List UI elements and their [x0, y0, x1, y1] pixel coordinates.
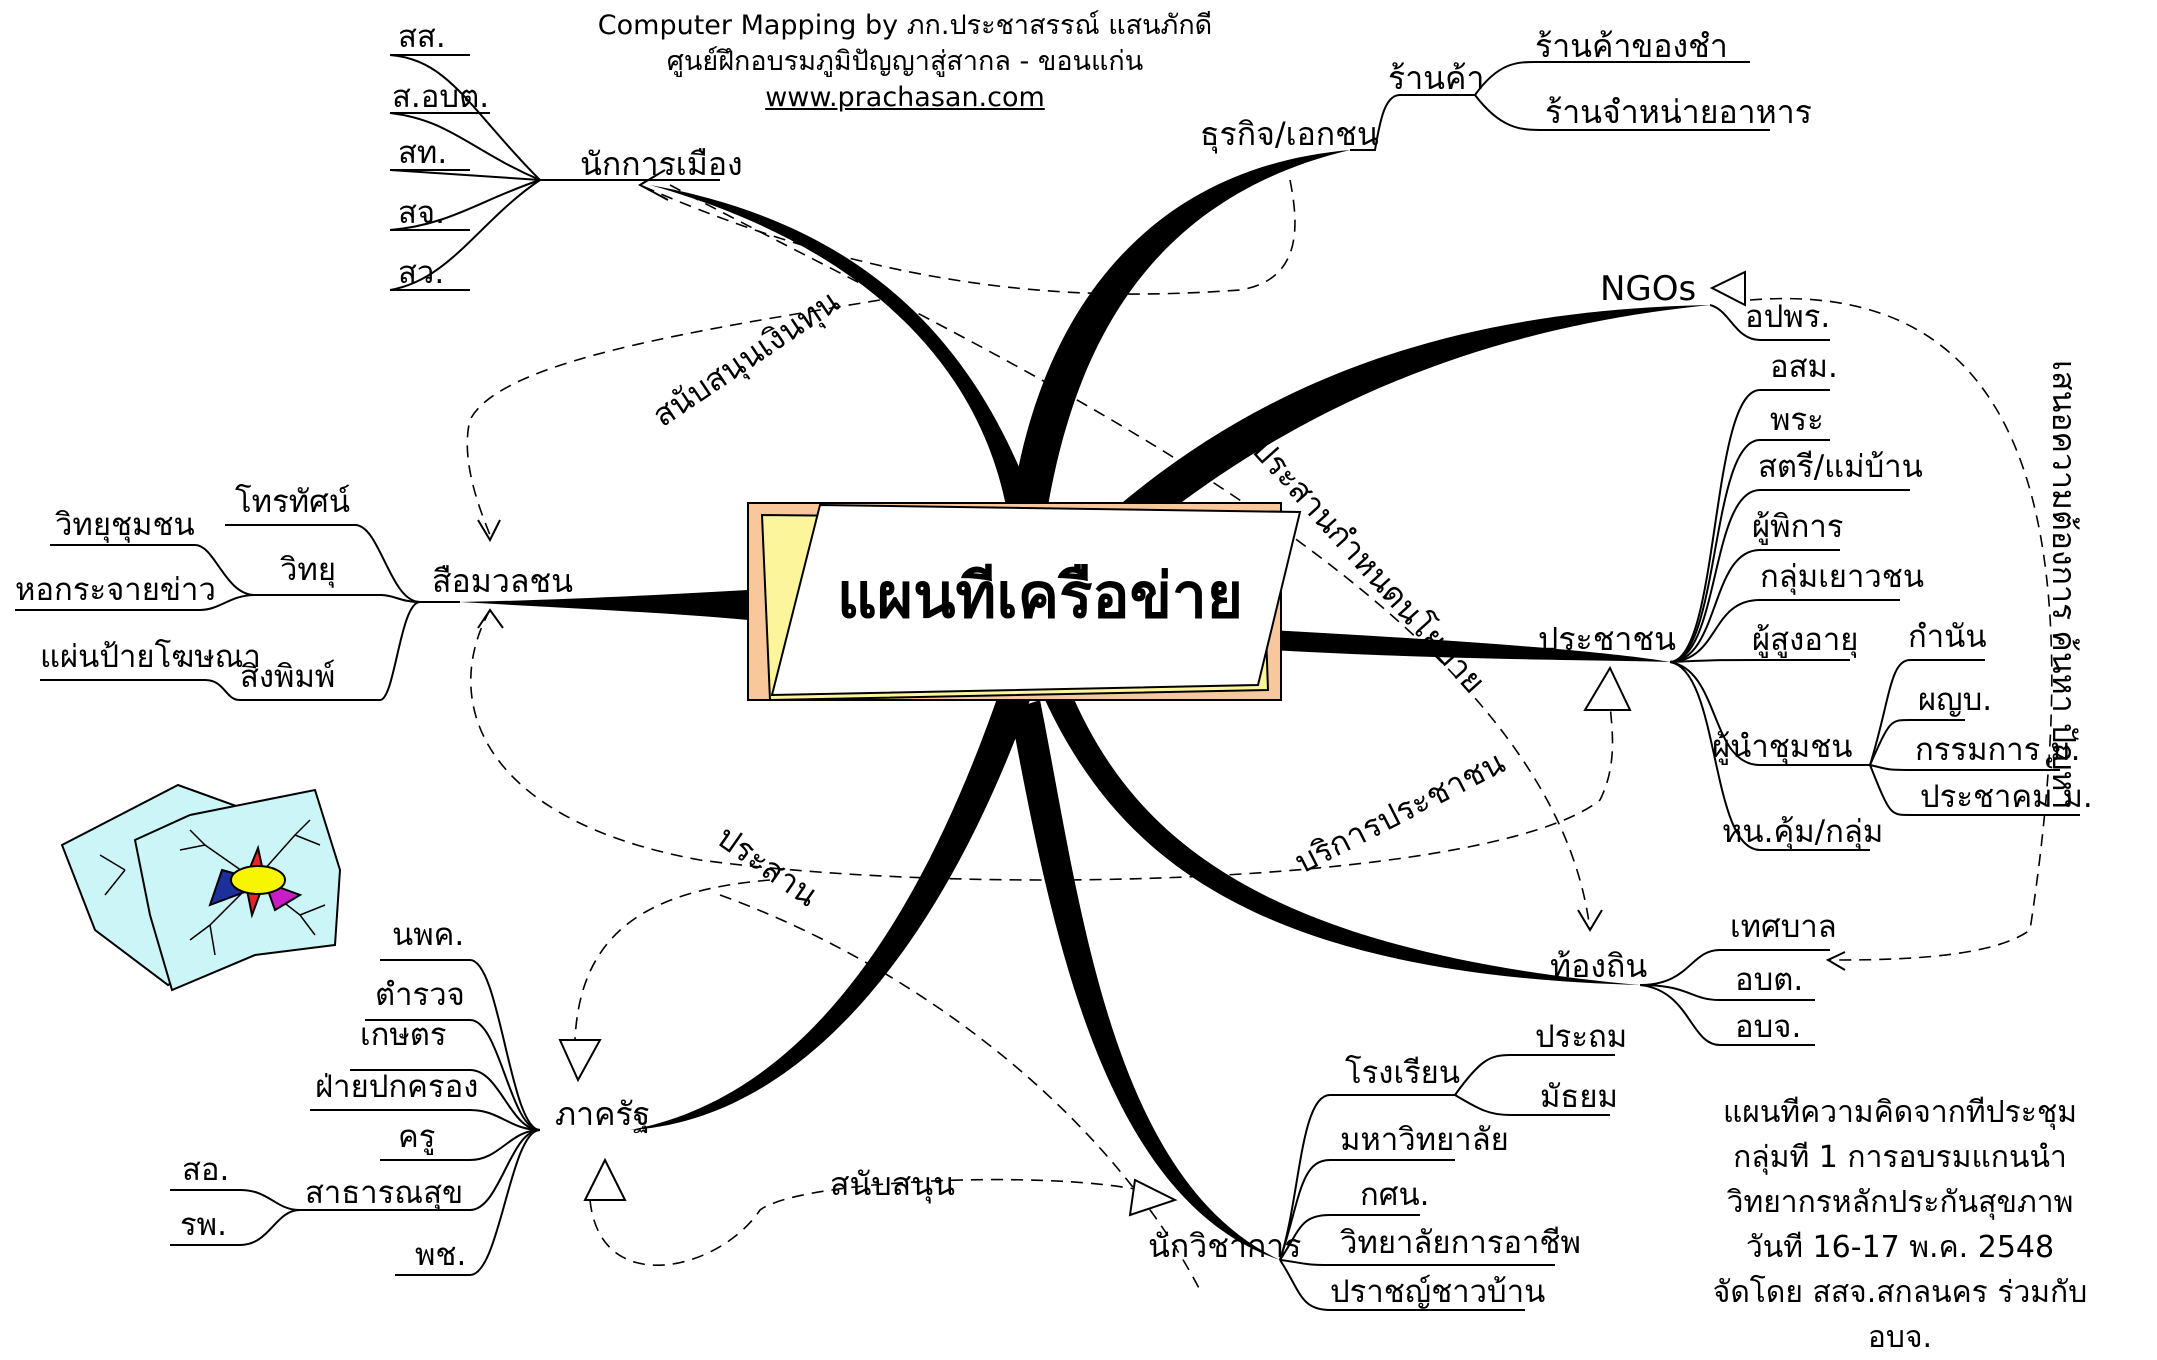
- people-item: ผู้พิการ: [1752, 509, 1844, 545]
- note-line: จัดโดย สสจ.สกลนคร ร่วมกับ อบจ.: [1712, 1275, 2088, 1355]
- credits-line1: Computer Mapping by ภก.ประชาสรรณ์ แสนภัก…: [597, 10, 1213, 41]
- radio-item: วิทยุชุมชน: [55, 507, 195, 543]
- arrowhead-people: [1583, 665, 1632, 711]
- people-item: สตรี/แม่บ้าน: [1758, 449, 1923, 485]
- people-item: กลุ่มเยาวชน: [1760, 559, 1925, 595]
- ngos-label: NGOs: [1600, 269, 1697, 309]
- leader-item: กำนัน: [1908, 619, 1987, 655]
- academics-item: ปราชญ์ชาวบ้าน: [1330, 1274, 1546, 1310]
- credits-line2: ศูนย์ฝึกอบรมภูมิปัญญาสู่สากล - ขอนแก่น: [666, 46, 1144, 77]
- arrowheads: [558, 270, 1746, 1217]
- ngos-item: อปพร.: [1745, 299, 1831, 335]
- academics-item: วิทยาลัยการอาชีพ: [1340, 1225, 1581, 1261]
- people-label: ประชาชน: [1538, 620, 1676, 658]
- mind-map-canvas: [15, 54, 2080, 1311]
- academics-label: นักวิชาการ: [1148, 1227, 1302, 1265]
- relation-support: สนับสนุน: [830, 1165, 955, 1203]
- branch-academics: [1010, 700, 1280, 1260]
- school-item: ประถม: [1535, 1019, 1628, 1055]
- media-item: สิงพิมพ์: [240, 659, 336, 695]
- local-gov-label: ท้องถิน: [1550, 947, 1648, 985]
- academics-item: โรงเรียน: [1345, 1055, 1461, 1091]
- health-item: สอ.: [182, 1152, 230, 1188]
- politicians-label: นักการเมือง: [580, 145, 743, 183]
- state-item: พช.: [415, 1237, 467, 1273]
- relation-propose: เสนอความต้องการ ค้นหา ปัญหา: [2045, 360, 2083, 810]
- branch-people: [1270, 630, 1670, 662]
- center-title: แผนทีเครือข่าย: [836, 559, 1244, 632]
- meeting-note: แผนทีความคิดจากทีประชุม กลุ่มที 1 การอบร…: [1680, 1090, 2120, 1360]
- politicians-item: สส.: [398, 19, 446, 55]
- relation-arrows: [466, 179, 2053, 1291]
- people-item: ผู้นำชุมชน: [1712, 729, 1853, 765]
- print-item: แผ่นป้ายโฆษณา: [40, 639, 261, 675]
- media-item: โทรทัศน์: [235, 484, 351, 520]
- people-item: อสม.: [1770, 349, 1838, 385]
- people-item: ผู้สูงอายุ: [1752, 622, 1859, 658]
- state-label: ภาครัฐ: [555, 1095, 651, 1133]
- health-item: รพ.: [180, 1207, 227, 1243]
- politicians-item: สว.: [398, 255, 445, 291]
- business-label: ธุรกิจ/เอกชน: [1200, 115, 1379, 153]
- main-branches: [460, 150, 1710, 1260]
- politicians-item: ส.อบต.: [392, 79, 490, 115]
- map-clipart: [60, 783, 342, 992]
- branch-state: [630, 690, 1030, 1130]
- academics-item: กศน.: [1360, 1177, 1430, 1213]
- people-item: พระ: [1770, 402, 1824, 438]
- local-gov-item: อบต.: [1735, 962, 1804, 998]
- arrowhead-state-bottom: [583, 1157, 627, 1201]
- media-item: วิทยุ: [280, 552, 337, 588]
- credits-url-link[interactable]: www.prachasan.com: [765, 82, 1045, 113]
- leader-item: กรรมการ ม.: [1915, 732, 2081, 768]
- media-label: สือมวลชน: [432, 562, 574, 600]
- arrowhead-ngos: [1709, 270, 1746, 307]
- center-node: [747, 502, 1302, 702]
- state-item: สาธารณสุข: [305, 1175, 464, 1211]
- local-gov-item: อบจ.: [1735, 1009, 1802, 1045]
- local-gov-item: เทศบาล: [1730, 909, 1837, 945]
- people-item: หน.คุ้ม/กลุ่ม: [1722, 814, 1884, 850]
- state-item: ตำรวจ: [375, 977, 465, 1013]
- shop-item: ร้านค้าของชำ: [1535, 27, 1728, 65]
- politicians-item: สท.: [398, 135, 448, 171]
- arrowhead-academics: [1128, 1178, 1178, 1217]
- radio-item: หอกระจายข่าว: [15, 572, 216, 608]
- leaf-connectors: [15, 54, 2080, 1311]
- note-line: วันที 16-17 พ.ค. 2548: [1745, 1230, 2055, 1265]
- note-line: แผนทีความคิดจากทีประชุม: [1722, 1095, 2078, 1130]
- branch-business: [1010, 150, 1350, 525]
- arrowhead-state-top: [558, 1039, 602, 1083]
- politicians-item: สจ.: [398, 195, 445, 231]
- leader-item: ผญบ.: [1918, 682, 1993, 718]
- leader-item: ประชาคม ม.: [1920, 779, 2093, 815]
- branch-ngos: [1080, 305, 1710, 560]
- state-item: เกษตร: [360, 1017, 447, 1053]
- school-item: มัธยม: [1540, 1079, 1618, 1115]
- academics-item: มหาวิทยาลัย: [1340, 1122, 1509, 1158]
- state-item: ครู: [398, 1119, 436, 1155]
- state-item: ฝ่ายปกครอง: [315, 1069, 479, 1105]
- credits-block: Computer Mapping by ภก.ประชาสรรณ์ แสนภัก…: [470, 8, 1340, 116]
- compass-ellipse: [230, 865, 286, 895]
- branch-media: [460, 590, 748, 620]
- open-arrowheads: [477, 169, 1846, 971]
- state-item: นพค.: [392, 917, 465, 953]
- shop-item: ร้านจำหน่ายอาหาร: [1545, 93, 1812, 131]
- center-front-card: [770, 503, 1302, 697]
- note-line: กลุ่มที 1 การอบรมแกนนำ: [1733, 1140, 2067, 1175]
- note-line: วิทยากรหลักประกันสุขภาพ: [1726, 1185, 2074, 1220]
- branch-politicians: [650, 185, 1040, 530]
- branch-local: [1045, 690, 1640, 985]
- business-shop-label: ร้านค้า: [1388, 59, 1485, 97]
